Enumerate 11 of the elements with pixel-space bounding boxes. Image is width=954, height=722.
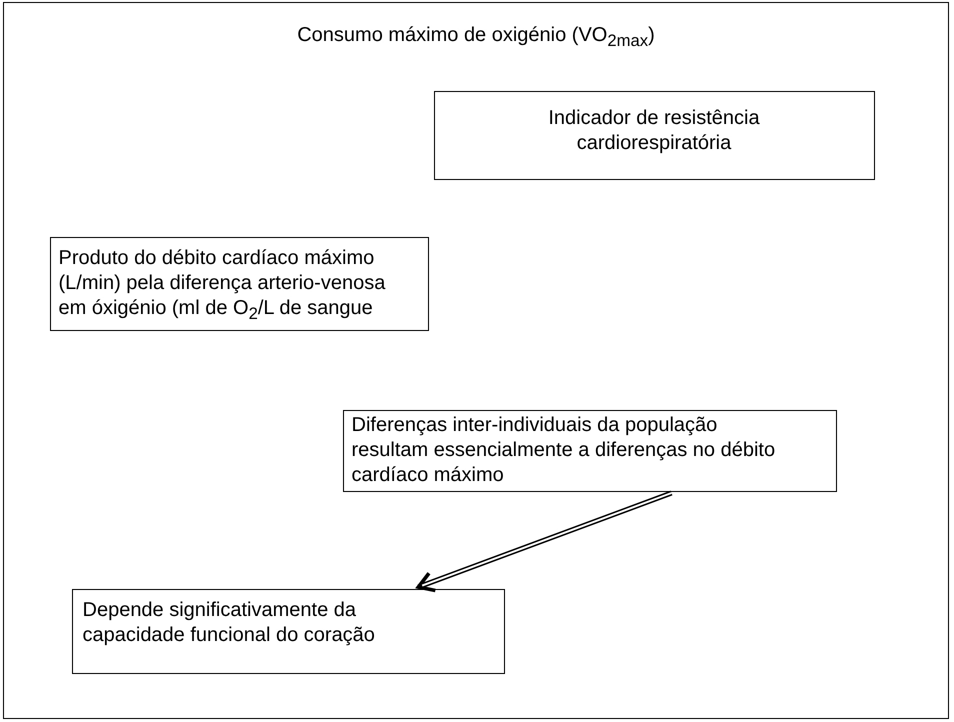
box-text: Produto do débito cardíaco máximo (L/min) pela diferença arterio-venosa em óxigénio (ml de O$_{2}$/L de sangue <box>58 246 386 324</box>
box-text: Depende significativamente da capacidade funcional do coração <box>82 598 376 648</box>
box-text: Indicador de resistência cardiorespiratória <box>547 106 761 156</box>
heading: Consumo máximo de oxigénio (VO$_{2max}$) <box>297 23 655 52</box>
text-box <box>72 588 504 674</box>
double-arrow <box>416 490 672 592</box>
text-box <box>50 236 428 330</box>
text-box <box>342 410 836 492</box>
box-text: Diferenças inter-individuais da população resultam essencialmente a diferenças no débito cardíaco máximo <box>352 412 776 488</box>
frame-box <box>3 2 949 719</box>
text-box <box>434 90 874 180</box>
